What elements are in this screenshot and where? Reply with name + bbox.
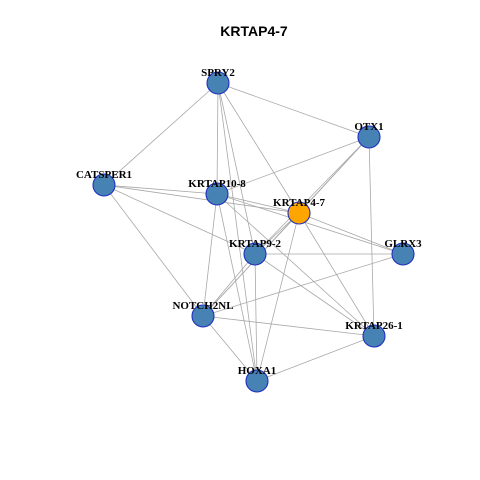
node-label-krtap10-8: KRTAP10-8 (188, 178, 246, 190)
node-circle-otx1 (357, 125, 381, 149)
edge-spry2-krtap10-8 (216, 82, 219, 195)
node-circle-notch2nl (191, 304, 215, 328)
edge-catsper1-notch2nl (103, 184, 204, 317)
node-circle-catsper1 (92, 173, 116, 197)
node-circle-spry2 (206, 71, 230, 95)
edge-krtap10-8-hoxa1 (216, 193, 258, 382)
edge-otx1-krtap9-2 (254, 136, 370, 255)
edge-otx1-krtap10-8 (216, 136, 370, 195)
edge-catsper1-krtap10-8 (103, 184, 218, 195)
edge-krtap4-7-hoxa1 (256, 212, 300, 382)
edge-krtap26-1-hoxa1 (256, 335, 375, 382)
node-label-catsper1: CATSPER1 (76, 169, 132, 181)
node-hoxa1: HOXA1 (238, 365, 277, 393)
node-circle-hoxa1 (245, 369, 269, 393)
node-label-otx1: OTX1 (354, 121, 383, 133)
node-otx1: OTX1 (354, 121, 384, 149)
edge-krtap9-2-krtap26-1 (254, 253, 375, 337)
node-catsper1: CATSPER1 (76, 169, 132, 197)
edge-notch2nl-hoxa1 (202, 315, 258, 382)
node-label-krtap9-2: KRTAP9-2 (229, 238, 281, 250)
edge-krtap10-8-notch2nl (202, 193, 218, 317)
node-circle-krtap10-8 (205, 182, 229, 206)
edge-notch2nl-krtap26-1 (202, 315, 375, 337)
diagram-title: KRTAP4-7 (220, 23, 288, 39)
node-circle-krtap26-1 (362, 324, 386, 348)
edge-krtap9-2-notch2nl (202, 253, 256, 317)
node-label-krtap26-1: KRTAP26-1 (345, 320, 402, 332)
edge-otx1-krtap26-1 (368, 136, 375, 337)
edge-krtap10-8-glrx3 (216, 193, 404, 255)
node-spry2: SPRY2 (201, 67, 235, 95)
edge-krtap10-8-krtap26-1 (216, 193, 375, 337)
node-circle-krtap4-7 (287, 201, 311, 225)
edge-krtap10-8-krtap4-7 (216, 193, 300, 214)
edge-catsper1-krtap9-2 (103, 184, 256, 255)
edge-spry2-catsper1 (103, 82, 219, 186)
edge-spry2-hoxa1 (217, 82, 258, 382)
edge-glrx3-notch2nl (202, 253, 404, 317)
node-krtap26-1: KRTAP26-1 (345, 320, 403, 348)
node-krtap9-2: KRTAP9-2 (229, 238, 281, 266)
node-label-krtap4-7: KRTAP4-7 (273, 197, 325, 209)
edge-spry2-otx1 (217, 82, 370, 138)
edge-krtap4-7-glrx3 (298, 212, 404, 255)
node-circle-glrx3 (391, 242, 415, 266)
node-glrx3: GLRX3 (384, 238, 422, 266)
node-label-spry2: SPRY2 (201, 67, 235, 79)
node-krtap4-7: KRTAP4-7 (273, 197, 325, 225)
node-label-notch2nl: NOTCH2NL (172, 300, 233, 312)
edge-spry2-krtap9-2 (217, 82, 256, 255)
node-circle-krtap9-2 (243, 242, 267, 266)
node-label-glrx3: GLRX3 (384, 238, 422, 250)
node-krtap10-8: KRTAP10-8 (188, 178, 246, 206)
edge-catsper1-krtap4-7 (103, 184, 300, 214)
node-label-hoxa1: HOXA1 (238, 365, 277, 377)
node-layer: SPRY2OTX1CATSPER1KRTAP10-8KRTAP4-7KRTAP9… (76, 67, 422, 393)
edge-layer (103, 82, 404, 382)
edge-krtap9-2-hoxa1 (254, 253, 258, 382)
edge-spry2-krtap4-7 (217, 82, 300, 214)
node-notch2nl: NOTCH2NL (172, 300, 234, 328)
